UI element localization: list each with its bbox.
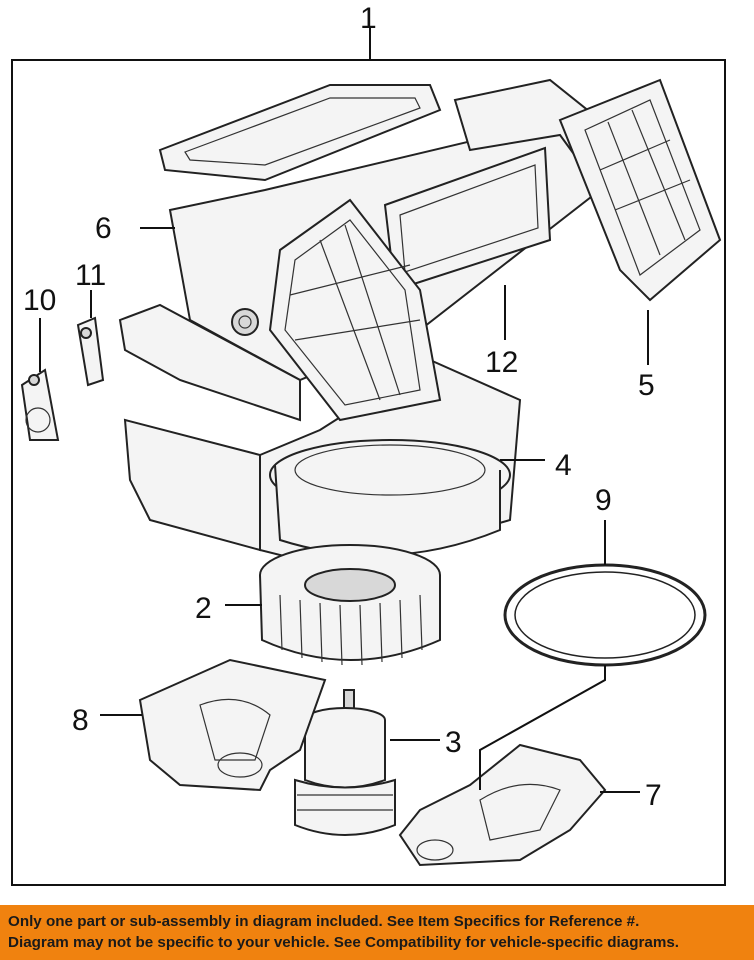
scroll-housing-part-4	[269, 439, 511, 557]
callout-8: 8	[72, 704, 89, 737]
disclaimer-line-1: Only one part or sub-assembly in diagram…	[8, 913, 640, 930]
disclaimer-banner: Only one part or sub-assembly in diagram…	[0, 905, 754, 960]
callout-7: 7	[645, 779, 662, 812]
seal-ring-part-9	[503, 563, 707, 667]
assembly-frame	[11, 59, 726, 886]
lower-cover-part-7	[398, 743, 607, 867]
callout-1: 1	[360, 2, 377, 35]
callout-9: 9	[595, 484, 612, 517]
callout-12: 12	[485, 346, 518, 379]
blower-assembly-diagram: 1 6 11 10 12 5 4 9 2 8 3 7	[11, 2, 726, 886]
grille-part-5	[558, 78, 722, 302]
disclaimer-line-2: Diagram may not be specific to your vehi…	[8, 934, 679, 951]
callout-5: 5	[638, 369, 655, 402]
callout-10: 10	[23, 284, 56, 317]
clamp-part-10	[20, 368, 60, 441]
callout-3: 3	[445, 726, 462, 759]
callout-4: 4	[555, 449, 572, 482]
blower-motor-part-3	[294, 689, 396, 836]
callout-11: 11	[75, 259, 106, 292]
lower-cover-part-8	[138, 658, 327, 792]
clip-part-11	[76, 316, 105, 387]
callout-6: 6	[95, 212, 112, 245]
leader-lines	[39, 227, 649, 793]
blower-wheel-part-2	[259, 544, 441, 666]
callout-2: 2	[195, 592, 212, 625]
